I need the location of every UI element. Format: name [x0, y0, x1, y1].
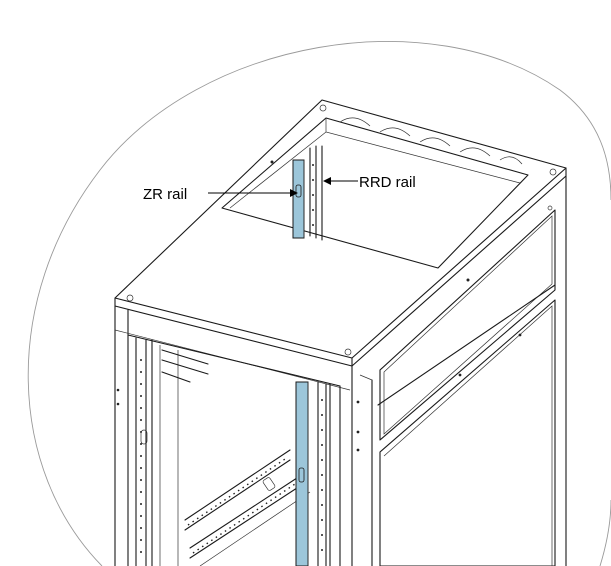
- rrd-rail-label: RRD rail: [359, 174, 416, 191]
- cabinet-top-panel: [114, 99, 567, 367]
- zr-rail: [292, 159, 309, 566]
- rrd-rail: [309, 145, 327, 566]
- zr-rail-label: ZR rail: [143, 186, 187, 203]
- cable-openings: [339, 117, 523, 165]
- cabinet-front-frame: [114, 305, 351, 566]
- cabinet-side-panel: [351, 175, 567, 566]
- callout-leaders: [208, 177, 358, 197]
- zoom-circle-outline: [27, 41, 611, 566]
